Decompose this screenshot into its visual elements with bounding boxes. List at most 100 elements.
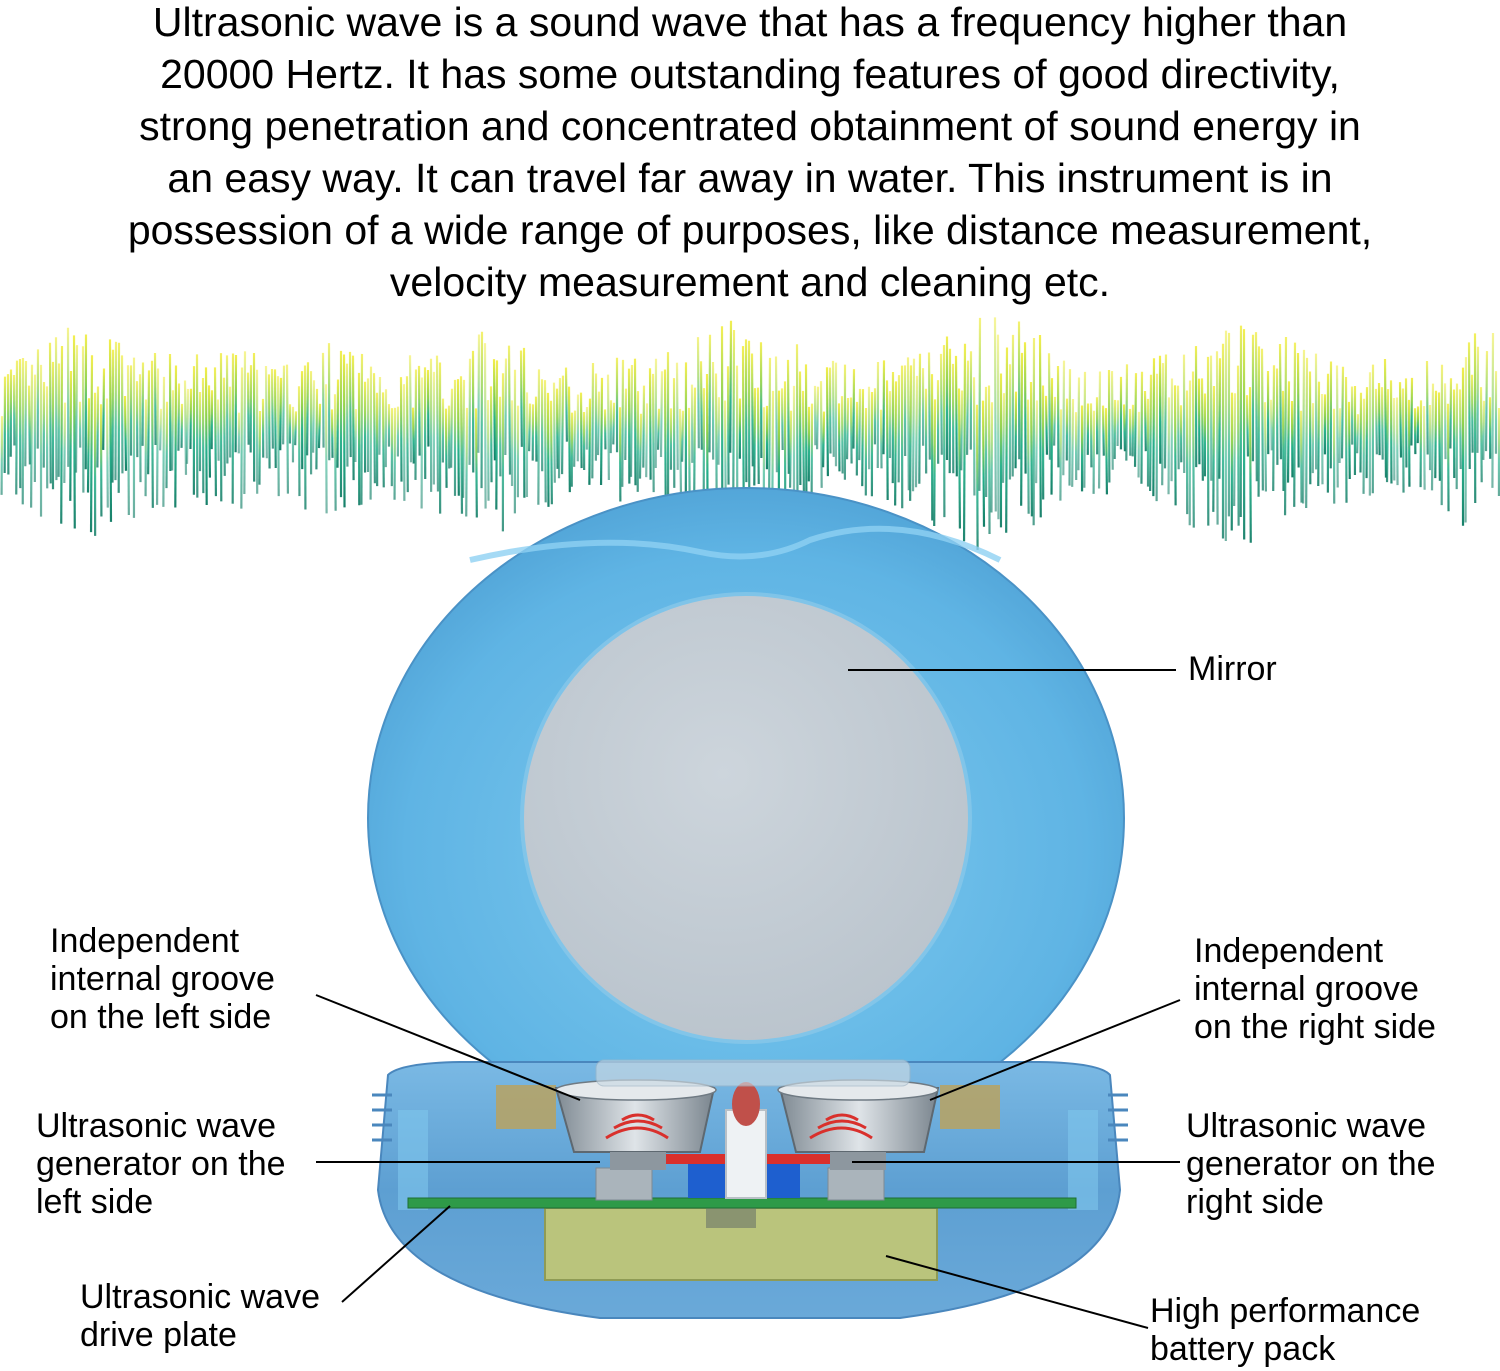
waveform-bar xyxy=(552,382,556,483)
waveform-bar xyxy=(189,388,193,450)
waveform-bar xyxy=(564,367,569,442)
waveform-bar xyxy=(405,376,409,493)
waveform-bar xyxy=(399,377,403,482)
label-line: right side xyxy=(1186,1183,1324,1221)
waveform-bar xyxy=(1035,400,1039,484)
waveform-bar xyxy=(990,402,994,513)
label-line: left side xyxy=(36,1183,154,1221)
waveform-bar xyxy=(1104,408,1109,495)
label-line: internal groove xyxy=(1194,970,1419,1008)
waveform-bar xyxy=(987,385,991,534)
waveform-bar xyxy=(1286,381,1291,483)
waveform-bar xyxy=(756,387,760,484)
waveform-bar xyxy=(1044,395,1049,455)
waveform-bar xyxy=(1425,361,1429,455)
waveform-bar xyxy=(315,388,319,470)
waveform-bar xyxy=(150,360,154,508)
waveform-bar xyxy=(663,369,667,512)
waveform-bar xyxy=(780,388,784,451)
label-groove-left: Independent internal groove on the left … xyxy=(50,922,275,1036)
waveform-bar xyxy=(1083,371,1087,488)
waveform-bar xyxy=(1218,358,1222,479)
waveform-bar xyxy=(753,388,757,486)
waveform-bar xyxy=(1077,377,1081,471)
waveform-bar xyxy=(270,369,274,449)
waveform-bar xyxy=(1269,399,1273,451)
waveform-bar xyxy=(258,410,262,485)
waveform-bar xyxy=(675,362,679,470)
waveform-bar xyxy=(825,367,829,477)
label-line: High performance xyxy=(1150,1292,1421,1330)
waveform-bar xyxy=(555,388,559,469)
waveform-bar xyxy=(1047,353,1052,460)
waveform-bar xyxy=(138,374,142,483)
waveform-bar xyxy=(1482,400,1486,460)
waveform-bar xyxy=(312,380,316,453)
waveform-bar xyxy=(714,373,718,507)
label-line: generator on the xyxy=(36,1145,286,1183)
right-clip xyxy=(940,1085,1000,1129)
waveform-bar xyxy=(1293,342,1297,507)
left-generator xyxy=(554,1079,717,1170)
waveform-bar xyxy=(159,408,163,451)
waveform-bar xyxy=(795,344,799,515)
waveform-bar xyxy=(414,369,418,480)
waveform-bar xyxy=(624,388,628,461)
label-mirror: Mirror xyxy=(1188,650,1277,688)
waveform-bar xyxy=(1443,383,1447,460)
label-line: Mirror xyxy=(1188,650,1277,688)
center-column xyxy=(652,1082,836,1199)
waveform-bar xyxy=(1278,344,1283,460)
waveform-bar xyxy=(1260,348,1264,491)
waveform-bar xyxy=(351,355,355,481)
waveform-bar xyxy=(492,359,496,461)
waveform-bar xyxy=(840,396,844,474)
waveform-bar xyxy=(1161,363,1165,486)
waveform-bar xyxy=(960,390,964,471)
waveform-bar xyxy=(543,380,547,503)
waveform-bar xyxy=(1434,390,1438,479)
waveform-bar xyxy=(591,362,595,479)
waveform-bar xyxy=(1401,388,1405,493)
waveform-bar xyxy=(858,388,862,461)
waveform-bar xyxy=(477,334,481,453)
waveform-bar xyxy=(659,371,664,458)
waveform-bar xyxy=(993,317,997,512)
waveform-bar xyxy=(1283,337,1288,516)
waveform-bar xyxy=(483,343,487,509)
waveform-bar xyxy=(696,337,700,449)
waveform-bar xyxy=(321,352,325,448)
label-line: Ultrasonic wave xyxy=(36,1107,276,1145)
waveform-bar xyxy=(914,375,919,488)
waveform-bar xyxy=(560,375,565,475)
waveform-bar xyxy=(243,351,247,494)
waveform-bar xyxy=(1248,387,1252,543)
waveform-bar xyxy=(1097,371,1102,489)
waveform-bar xyxy=(204,367,208,505)
waveform-bar xyxy=(450,388,454,468)
waveform-bar xyxy=(975,404,979,550)
waveform-bar xyxy=(183,380,188,475)
waveform-bar xyxy=(957,388,962,529)
waveform-bar xyxy=(15,360,19,495)
waveform-bar xyxy=(1143,391,1147,452)
waveform-bar xyxy=(72,335,76,529)
waveform-bar xyxy=(557,378,562,479)
intro-line: possession of a wide range of purposes, … xyxy=(127,207,1373,253)
waveform-bar xyxy=(879,409,883,469)
waveform-bar xyxy=(1215,351,1219,525)
waveform-bar xyxy=(1449,378,1453,449)
waveform-bar xyxy=(750,353,754,467)
waveform-bar xyxy=(30,364,34,508)
waveform-bar xyxy=(1305,357,1309,508)
waveform-bar xyxy=(1001,393,1006,483)
waveform-bar xyxy=(1236,365,1240,526)
waveform-bar xyxy=(648,368,652,480)
waveform-bar xyxy=(978,317,982,491)
label-line: Independent xyxy=(1194,932,1384,970)
waveform-bar xyxy=(177,383,181,451)
waveform-bar xyxy=(726,366,730,485)
waveform-bar xyxy=(981,400,986,527)
waveform-bar xyxy=(965,360,970,455)
label-line: Ultrasonic wave xyxy=(80,1278,320,1316)
